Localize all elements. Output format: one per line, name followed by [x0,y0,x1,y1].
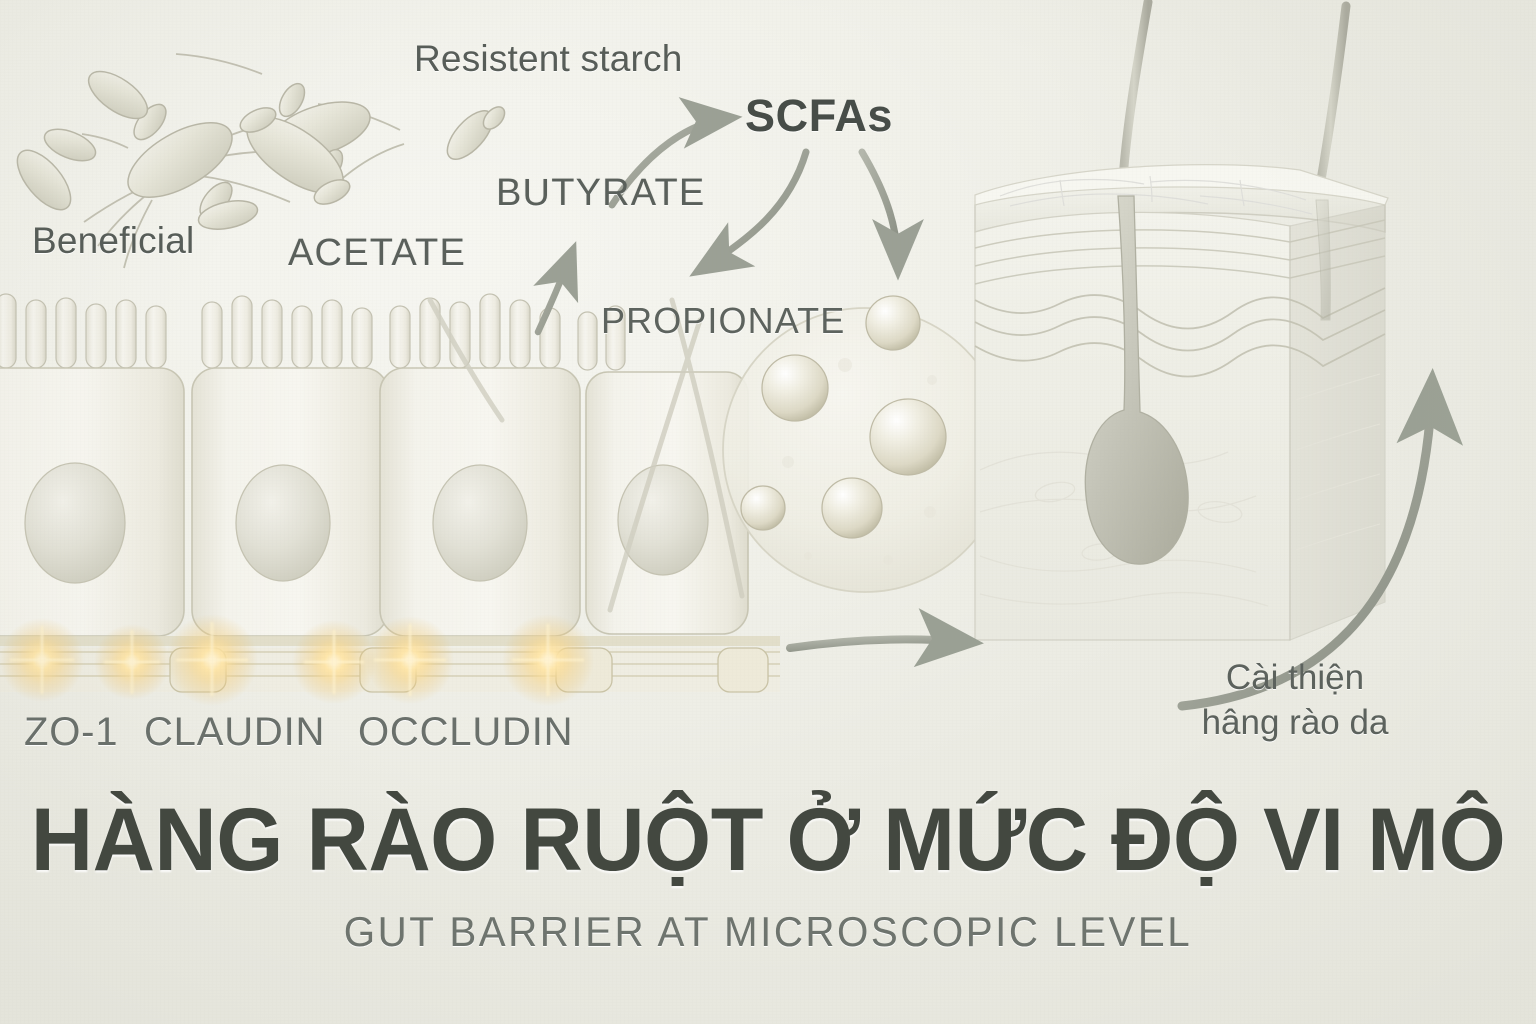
skin-side-face [1289,204,1386,641]
arrow-gut-to-skin [786,608,984,668]
bacteria-rods [16,70,506,230]
skin-caption-line1: Cài thiện [1225,658,1365,697]
arrow-scfas-to-propionate [689,148,810,277]
arrow-scfas-to-vesicle [858,148,924,281]
side-face-texture [1295,373,1381,551]
label-propionate: PROPIONATE [601,300,846,341]
label-butyrate: BUTYRATE [496,172,706,214]
tight-junction-band [0,614,780,706]
skin-block [974,0,1389,641]
hair-follicle-secondary [1315,199,1331,321]
label-acetate: ACETATE [288,232,467,274]
microvilli [0,293,626,371]
label-scfas: SCFAs [745,90,894,141]
scfa-vesicle [722,295,1008,593]
label-claudin: CLAUDIN [144,710,326,754]
page-subtitle: GUT BARRIER AT MICROSCOPIC LEVEL [343,908,1193,955]
label-skin-caption: Cài thiện hâng rào da [1180,656,1410,746]
arrow-group [533,97,1464,711]
vesicle-speckles [782,358,937,565]
arrow-butyrate-to-scfas [608,97,743,209]
label-beneficial: Beneficial [32,220,195,261]
arrow-skin-uplift [1177,368,1464,711]
epithelial-cell-row [0,293,749,637]
tight-junction-glow [0,614,594,706]
scfa-spheres [740,295,947,539]
page-title: HÀNG RÀO RUỘT Ở MỨC ĐỘ VI MÔ [30,789,1506,889]
label-resistent-starch: Resistent starch [414,38,683,79]
gut-bacteria-cluster [16,53,506,269]
label-zo1: ZO-1 [24,710,119,754]
dermo-epidermal-junction [974,287,1386,378]
hair-follicle [1084,195,1189,565]
skin-surface-cells [999,175,1313,215]
decorative-strands [427,297,745,613]
arrow-cells-to-butyrate [533,241,579,336]
cell-nuclei [24,462,709,584]
skin-caption-line2: hâng rào da [1201,702,1389,742]
label-occludin: OCCLUDIN [358,710,574,754]
